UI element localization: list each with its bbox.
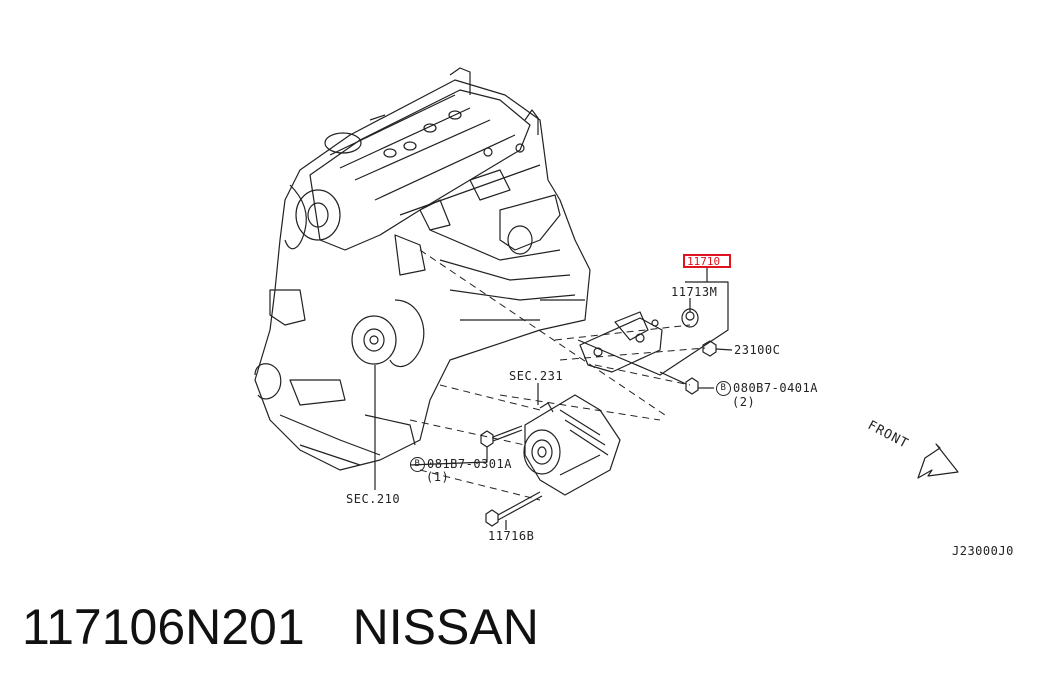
- bracket-drawing: [579, 308, 699, 373]
- bolt-080b7-code: 080B7-0401A: [733, 381, 818, 395]
- front-arrow-icon: [917, 443, 959, 479]
- bolt-081b7-qty: (1): [426, 470, 450, 484]
- part-23100c-label: 23100C: [734, 343, 781, 357]
- bolt-marker-icon: B: [716, 381, 731, 396]
- bolt-080b7-drawing: [659, 371, 714, 395]
- part-11710-label: 11710: [687, 255, 721, 268]
- sec-210-label: SEC.210: [346, 492, 401, 506]
- drawing-id-label: J23000J0: [952, 544, 1014, 558]
- nut-drawing: [702, 340, 717, 357]
- brand-name: NISSAN: [352, 599, 539, 655]
- part-11716b-label: 11716B: [488, 529, 535, 543]
- dashed-leaders: [409, 249, 706, 501]
- part-number: 117106N201: [22, 599, 305, 655]
- bolt-marker-icon: B: [410, 457, 425, 472]
- alternator-drawing: [523, 394, 621, 496]
- callout-frame: [577, 281, 729, 376]
- engine-block-drawing: [254, 67, 591, 471]
- highlighted-part-box[interactable]: 11710: [683, 254, 731, 268]
- part-caption: 117106N201 NISSAN: [22, 598, 539, 656]
- sec-231-label: SEC.231: [509, 369, 564, 383]
- bolt-080b7-qty: (2): [732, 395, 756, 409]
- bolt-11716b-drawing: [485, 491, 543, 530]
- bolt-081b7-code: 081B7-0301A: [427, 457, 512, 471]
- part-11713m-label: 11713M: [671, 285, 718, 299]
